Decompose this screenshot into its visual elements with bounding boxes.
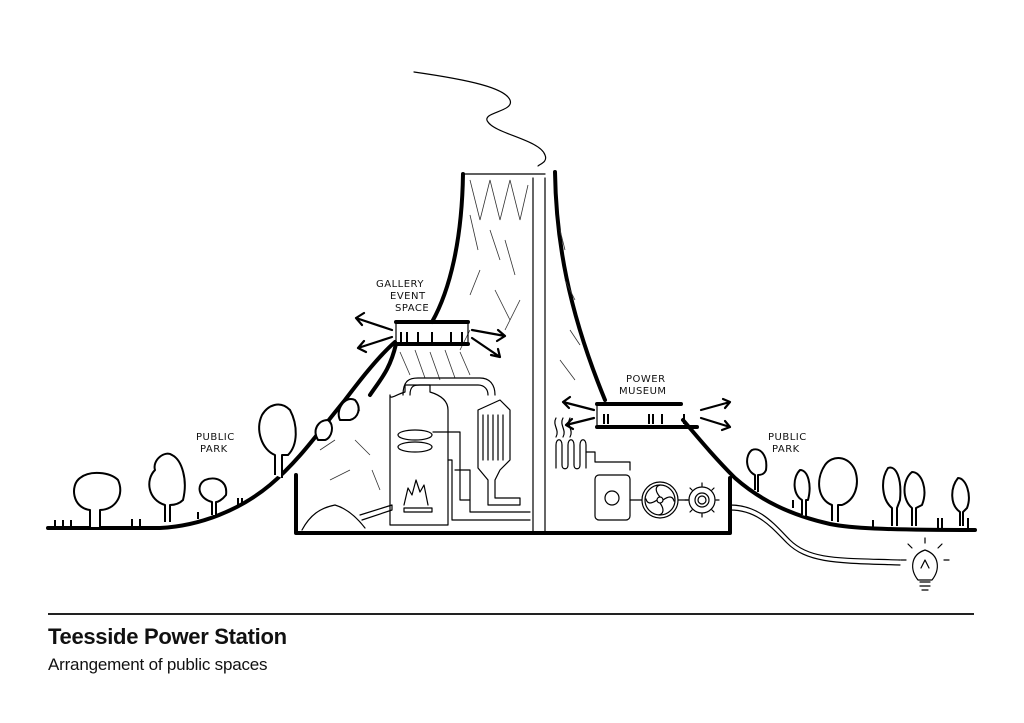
park-left-label-line1: PUBLIC [196,432,235,443]
museum-platform [595,402,699,429]
gallery-label-line3: SPACE [395,303,429,314]
cooling-tower [294,170,732,535]
people-left [54,498,243,527]
condenser [477,399,521,506]
trees-left [73,398,360,527]
power-station-section-drawing: GALLERY EVENT SPACE POWER MUSEUM [46,71,977,591]
tower-hatching [319,179,581,491]
park-left-label-line2: PARK [200,444,228,455]
gallery-label-line2: EVENT [390,291,426,302]
caption-subtitle: Arrangement of public spaces [48,655,268,674]
heat-coil [555,439,631,471]
fire-icon [403,479,433,513]
coal-pile [301,504,393,531]
museum-label-line1: POWER [626,374,666,385]
power-cable [729,504,901,566]
ground-left [46,340,397,530]
pipes [447,459,531,521]
gallery-people [400,332,463,342]
heat-waves-icon [554,417,572,438]
people-right [792,500,969,528]
generator-box [594,474,631,521]
smoke-plume [413,71,547,167]
gear-icon [684,482,720,518]
boiler [389,377,496,526]
park-right-label-line1: PUBLIC [768,432,807,443]
park-right-label-line2: PARK [772,444,800,455]
museum-label-line2: MUSEUM [619,386,667,397]
gallery-label-line1: GALLERY [376,279,424,290]
gallery-platform [394,320,470,346]
trees-right [746,448,970,526]
ground-right [681,418,977,532]
light-bulb-icon [900,537,950,591]
caption-title: Teesside Power Station [48,624,287,649]
caption-divider [48,613,974,615]
museum-people [603,414,685,424]
turbine-fan-icon [641,481,679,519]
gallery-arrows [354,311,507,359]
